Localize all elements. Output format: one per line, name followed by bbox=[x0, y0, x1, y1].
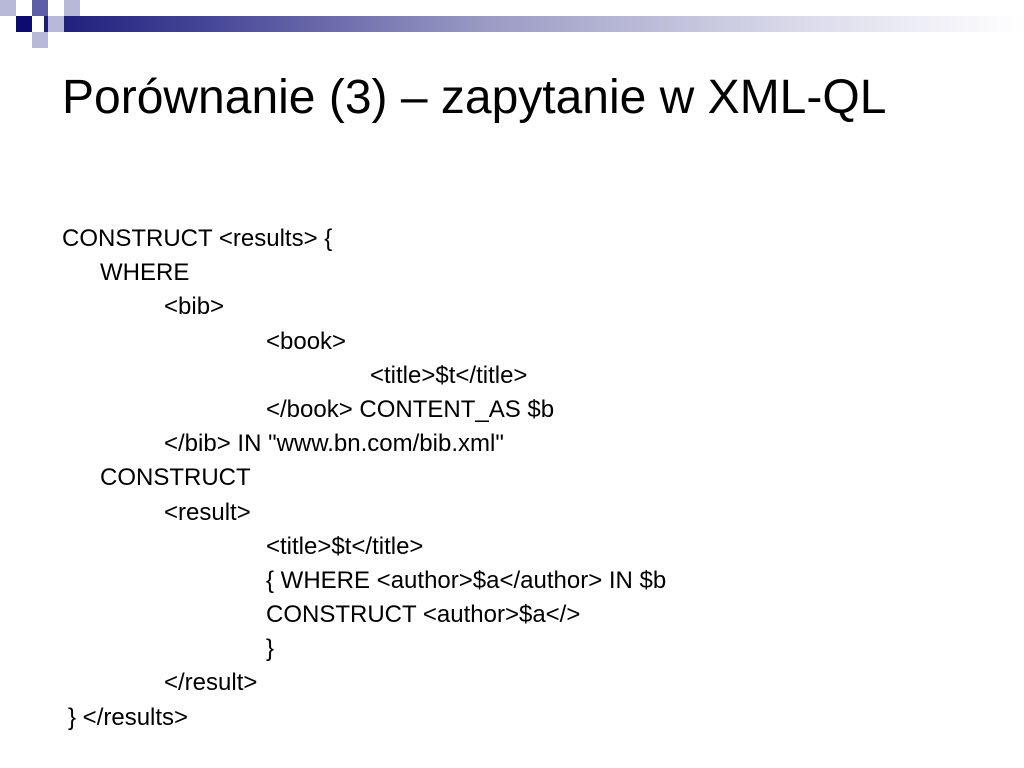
code-line: } </results> bbox=[68, 703, 189, 731]
code-line: <bib> bbox=[164, 293, 225, 321]
code-line: CONSTRUCT <author>$a</> bbox=[266, 601, 581, 629]
code-line: WHERE bbox=[100, 259, 190, 287]
code-line: { WHERE <author>$a</author> IN $b bbox=[266, 566, 667, 594]
decor-square-icon bbox=[64, 0, 80, 16]
top-decoration-band bbox=[0, 0, 1024, 48]
decor-square-icon bbox=[16, 16, 32, 32]
code-block: CONSTRUCT <results> { WHERE <bib> <book>… bbox=[62, 222, 1002, 735]
decor-square-icon bbox=[32, 0, 48, 16]
code-line: CONSTRUCT <results> { bbox=[62, 225, 333, 252]
decor-square-icon bbox=[48, 16, 64, 32]
code-line: </bib> IN "www.bn.com/bib.xml" bbox=[164, 430, 504, 458]
code-line: <title>$t</title> bbox=[370, 361, 528, 389]
code-line: </result> bbox=[164, 669, 258, 697]
code-line: } bbox=[266, 635, 275, 663]
decor-square-icon bbox=[0, 0, 16, 16]
code-line: <result> bbox=[164, 498, 251, 526]
header-gradient-bar bbox=[44, 16, 1024, 32]
code-line: <book> bbox=[266, 327, 347, 355]
decor-square-icon bbox=[32, 32, 48, 48]
slide-title: Porównanie (3) – zapytanie w XML-QL bbox=[62, 71, 887, 124]
code-line: </book> CONTENT_AS $b bbox=[266, 395, 555, 423]
code-line: CONSTRUCT bbox=[100, 464, 251, 492]
code-line: <title>$t</title> bbox=[266, 532, 424, 560]
